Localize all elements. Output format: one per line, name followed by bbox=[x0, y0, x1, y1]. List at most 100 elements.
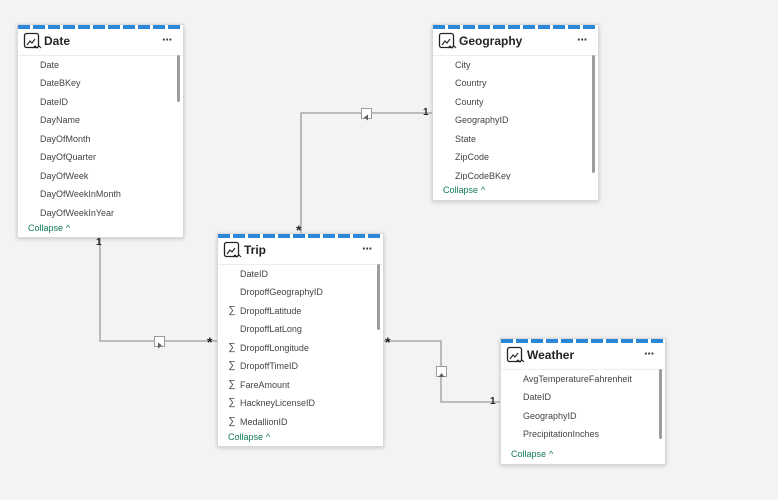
field-row[interactable]: ∑MedallionID bbox=[218, 414, 383, 428]
collapse-button[interactable]: Collapse^ bbox=[28, 223, 70, 233]
collapse-label: Collapse bbox=[228, 432, 264, 442]
field-name: DayOfQuarter bbox=[40, 152, 97, 162]
field-row[interactable]: County bbox=[433, 94, 598, 112]
table-title: Date bbox=[44, 34, 71, 48]
chevron-up-icon: ^ bbox=[549, 449, 554, 459]
field-name: DropoffLongitude bbox=[240, 343, 309, 353]
field-list[interactable]: AvgTemperatureFahrenheit DateID Geograph… bbox=[501, 370, 665, 446]
field-name: AvgTemperatureFahrenheit bbox=[523, 374, 632, 384]
field-row[interactable]: DateBKey bbox=[18, 75, 183, 93]
field-name: Country bbox=[455, 78, 487, 88]
field-list[interactable]: Date DateBKey DateID DayName DayOfMonth … bbox=[18, 56, 183, 219]
table-title: Weather bbox=[527, 348, 575, 362]
field-list[interactable]: DateID DropoffGeographyID ∑ DropoffLatitu… bbox=[218, 265, 383, 428]
field-row[interactable]: ZipCode bbox=[433, 149, 598, 167]
field-row[interactable]: ∑FareAmount bbox=[218, 377, 383, 395]
more-options-icon[interactable]: ··· bbox=[577, 32, 588, 47]
field-name: DateID bbox=[240, 269, 269, 279]
field-row[interactable]: DateID bbox=[18, 94, 183, 112]
field-name: ZipCodeBKey bbox=[455, 171, 511, 180]
field-name: GeographyID bbox=[455, 115, 509, 125]
field-name: DayOfWeekInMonth bbox=[40, 189, 121, 199]
more-options-icon[interactable]: ··· bbox=[162, 32, 173, 47]
table-card-geography[interactable]: Geography ··· City Country County Geogra… bbox=[432, 24, 599, 201]
collapse-button[interactable]: Collapse^ bbox=[228, 432, 270, 442]
field-row[interactable]: DropoffGeographyID bbox=[218, 284, 383, 302]
collapse-button[interactable]: Collapse^ bbox=[511, 449, 553, 459]
date-trip-filter-arrow[interactable] bbox=[154, 336, 165, 349]
field-name: DropoffTimeID bbox=[240, 361, 299, 371]
field-row[interactable]: DayOfWeek bbox=[18, 168, 183, 186]
field-name: DayOfWeekInYear bbox=[40, 208, 115, 218]
table-card-trip[interactable]: Trip ··· DateID DropoffGeographyID ∑Drop… bbox=[217, 233, 384, 447]
table-header[interactable]: Weather ··· bbox=[501, 343, 665, 370]
collapse-label: Collapse bbox=[28, 223, 64, 233]
field-row[interactable]: Date bbox=[18, 57, 183, 75]
table-header[interactable]: Date ··· bbox=[18, 29, 183, 56]
field-name: Date bbox=[40, 60, 60, 70]
sigma-icon: ∑ bbox=[228, 305, 236, 316]
table-header[interactable]: Geography ··· bbox=[433, 29, 598, 56]
field-row[interactable]: GeographyID bbox=[501, 408, 665, 426]
scrollbar[interactable] bbox=[659, 369, 662, 439]
table-icon bbox=[223, 241, 242, 258]
field-row[interactable]: Country bbox=[433, 75, 598, 93]
weather-trip-many-label: * bbox=[385, 334, 391, 350]
field-row[interactable]: DayOfWeekInMonth bbox=[18, 186, 183, 204]
field-row[interactable]: DayOfQuarter bbox=[18, 149, 183, 167]
field-name: DayOfMonth bbox=[40, 134, 91, 144]
field-name: DropoffLatLong bbox=[240, 324, 302, 334]
table-header[interactable]: Trip ··· bbox=[218, 238, 383, 265]
field-name: DateBKey bbox=[40, 78, 81, 88]
field-row[interactable]: State bbox=[433, 131, 598, 149]
table-card-weather[interactable]: Weather ··· AvgTemperatureFahrenheit Dat… bbox=[500, 338, 666, 465]
field-row[interactable]: PrecipitationInches bbox=[501, 426, 665, 444]
table-header-stripe bbox=[433, 25, 598, 29]
chevron-up-icon: ^ bbox=[266, 432, 271, 442]
field-row[interactable]: DayOfWeekInYear bbox=[18, 205, 183, 219]
geography-trip-one-label: 1 bbox=[423, 107, 429, 118]
scrollbar[interactable] bbox=[592, 55, 595, 173]
relationship-date-trip[interactable] bbox=[99, 237, 217, 342]
collapse-button[interactable]: Collapse^ bbox=[443, 185, 485, 195]
scrollbar[interactable] bbox=[377, 264, 380, 330]
table-icon bbox=[506, 346, 525, 363]
field-row[interactable]: DateID bbox=[501, 389, 665, 407]
field-row[interactable]: ∑ DropoffLatitude bbox=[218, 303, 383, 321]
more-options-icon[interactable]: ··· bbox=[644, 346, 655, 361]
collapse-label: Collapse bbox=[443, 185, 479, 195]
field-row[interactable]: GeographyID bbox=[433, 112, 598, 130]
field-name: DropoffLatitude bbox=[240, 306, 302, 316]
field-row[interactable]: DayName bbox=[18, 112, 183, 130]
weather-trip-one-label: 1 bbox=[490, 396, 496, 407]
field-name: State bbox=[455, 134, 477, 144]
relationship-geography-trip[interactable] bbox=[300, 112, 432, 233]
more-options-icon[interactable]: ··· bbox=[362, 241, 373, 256]
field-row[interactable]: ∑ DropoffLongitude bbox=[218, 340, 383, 358]
field-row[interactable]: ∑HackneyLicenseID bbox=[218, 395, 383, 413]
sigma-icon: ∑ bbox=[228, 342, 236, 353]
arrow-up-icon bbox=[438, 373, 445, 377]
chevron-up-icon: ^ bbox=[66, 223, 71, 233]
field-row[interactable]: DayOfMonth bbox=[18, 131, 183, 149]
table-title: Geography bbox=[459, 34, 523, 48]
field-row[interactable]: DateID bbox=[218, 266, 383, 284]
geography-trip-filter-arrow[interactable] bbox=[361, 108, 372, 121]
table-card-date[interactable]: Date ··· Date DateBKey DateID DayName Da… bbox=[17, 24, 184, 238]
field-row[interactable]: ZipCodeBKey bbox=[433, 168, 598, 180]
field-row[interactable]: AvgTemperatureFahrenheit bbox=[501, 371, 665, 389]
sigma-icon: ∑ bbox=[228, 379, 236, 390]
table-header-stripe bbox=[218, 234, 383, 238]
weather-trip-filter-arrow[interactable] bbox=[436, 366, 447, 377]
collapse-label: Collapse bbox=[511, 449, 547, 459]
field-row[interactable]: ∑DropoffTimeID bbox=[218, 358, 383, 376]
field-list[interactable]: City Country County GeographyID State Zi… bbox=[433, 56, 598, 180]
field-row[interactable]: City bbox=[433, 57, 598, 75]
scrollbar[interactable] bbox=[177, 55, 180, 102]
geography-trip-many-label: * bbox=[296, 222, 302, 238]
date-trip-many-label: * bbox=[207, 334, 213, 350]
table-header-stripe bbox=[501, 339, 665, 343]
field-name: PrecipitationInches bbox=[523, 429, 600, 439]
field-row[interactable]: DropoffLatLong bbox=[218, 321, 383, 339]
